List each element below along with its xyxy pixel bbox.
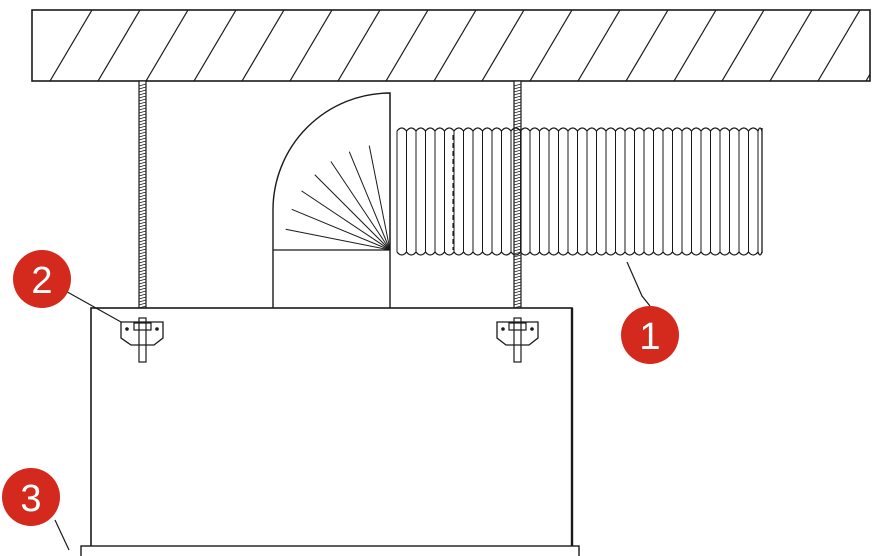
mounting-bracket-left [120, 321, 164, 346]
mounting-bracket-right [496, 321, 539, 346]
callout-1: 1 [621, 306, 679, 364]
ceiling-slab [31, 9, 871, 82]
svg-text:2: 2 [31, 260, 52, 302]
ceiling-hatching [49, 10, 870, 81]
svg-text:1: 1 [639, 316, 660, 358]
callout-2: 2 [13, 250, 71, 308]
callout-3: 3 [2, 468, 60, 526]
leader-lines [54, 261, 651, 551]
bottom-panel [80, 545, 580, 556]
svg-text:3: 3 [20, 478, 41, 520]
unit-housing [90, 307, 574, 556]
flexible-duct [396, 127, 763, 256]
elbow-fitting [272, 92, 391, 308]
